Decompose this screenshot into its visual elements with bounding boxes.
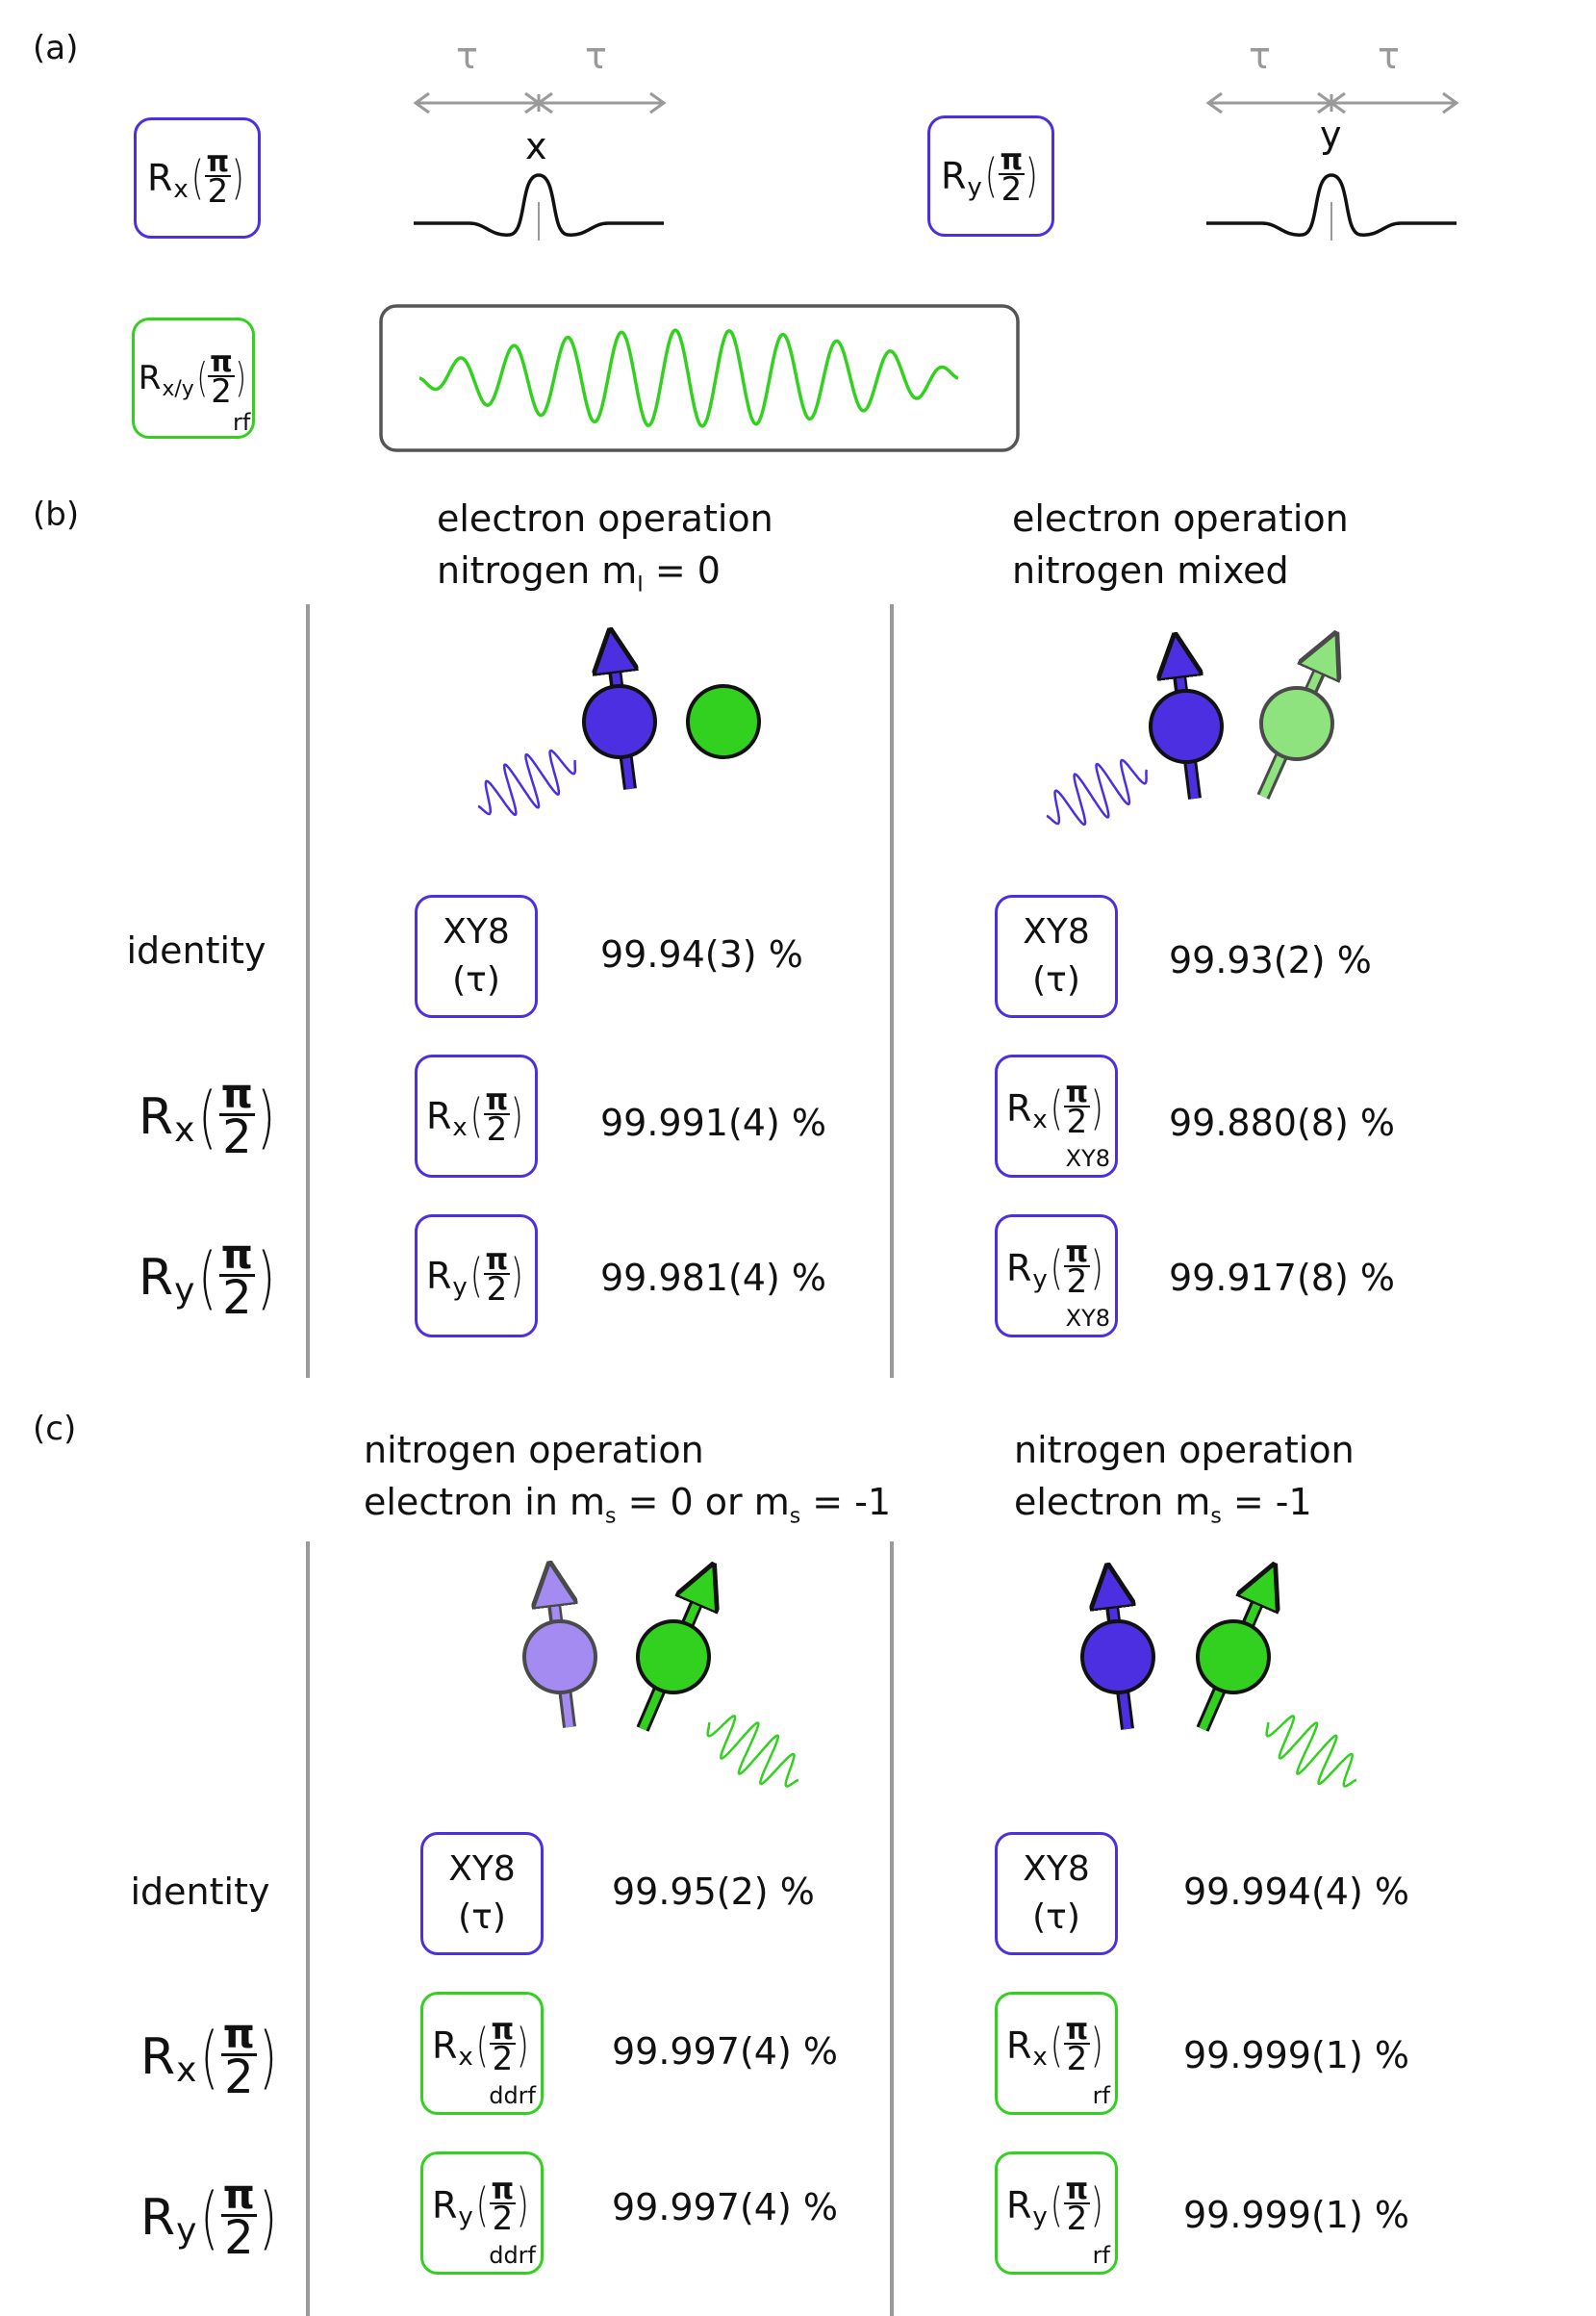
pulse-shape-x — [414, 173, 664, 237]
panel-b-right-title: electron operation nitrogen mixed — [1012, 497, 1349, 592]
rf-wave — [418, 328, 959, 428]
panel-b-label: (b) — [33, 496, 80, 534]
nitrogen-ball-b-left — [686, 684, 761, 759]
fidelity-rx-c-right: 99.999(1) % — [1183, 2034, 1409, 2076]
rf-wave-c-right — [1265, 1715, 1357, 1788]
gate-xy8-b-right: XY8(τ) — [995, 895, 1118, 1018]
mw-wave-b-right — [1046, 758, 1149, 827]
spin-electron-c-right — [1080, 1575, 1155, 1730]
fidelity-identity-c-right: 99.994(4) % — [1183, 1871, 1409, 1913]
spin-electron-b-right — [1149, 645, 1224, 800]
fidelity-identity-c-left: 99.95(2) % — [612, 1871, 815, 1913]
gate-xy8-c-right: XY8(τ) — [995, 1832, 1118, 1955]
fidelity-rx-b-left: 99.991(4) % — [600, 1102, 826, 1144]
tau-arrows-y — [1205, 91, 1459, 241]
spin-nitrogen-c-left — [636, 1574, 709, 1732]
panel-b-left-title: electron operation nitrogen mI = 0 — [437, 497, 773, 598]
fidelity-identity-b-left: 99.94(3) % — [600, 933, 803, 976]
tau-label-1: τ — [456, 35, 478, 77]
gate-xy8-c-left: XY8(τ) — [420, 1832, 544, 1955]
rf-pulse-box — [379, 304, 1020, 452]
tau-label-2: τ — [585, 35, 607, 77]
pulse-x-label: x — [525, 125, 547, 167]
panel-c-label: (c) — [33, 1410, 77, 1448]
fidelity-ry-b-right: 99.917(8) % — [1169, 1257, 1395, 1299]
fidelity-rx-c-left: 99.997(4) % — [612, 2030, 838, 2073]
tau-arrows-x — [413, 91, 667, 241]
fidelity-identity-b-right: 99.93(2) % — [1169, 939, 1372, 981]
spin-nitrogen-b-right — [1256, 643, 1332, 800]
pulse-y-label: y — [1320, 114, 1342, 156]
panel-a-label: (a) — [33, 29, 79, 67]
tau-label-4: τ — [1378, 35, 1400, 77]
fidelity-rx-b-right: 99.880(8) % — [1169, 1102, 1395, 1144]
row-label-identity-b: identity — [126, 929, 266, 972]
rf-wave-c-left — [706, 1715, 799, 1788]
row-label-identity-c: identity — [130, 1871, 270, 1913]
fidelity-ry-b-left: 99.981(4) % — [600, 1257, 826, 1299]
spin-nitrogen-c-right — [1196, 1574, 1270, 1732]
pulse-shape-y — [1206, 173, 1457, 237]
spin-electron-c-left — [522, 1573, 597, 1728]
mw-wave-b-left — [477, 749, 577, 817]
panel-c-right-title: nitrogen operation electron ms = -1 — [1014, 1429, 1355, 1529]
tau-label-3: τ — [1249, 35, 1271, 77]
fidelity-ry-c-left: 99.997(4) % — [612, 2186, 838, 2228]
spin-electron-b-left — [582, 640, 657, 790]
gate-xy8-b-left: XY8(τ) — [415, 895, 538, 1018]
fidelity-ry-c-right: 99.999(1) % — [1183, 2194, 1409, 2236]
panel-c-left-title: nitrogen operation electron in ms = 0 or… — [364, 1429, 892, 1529]
